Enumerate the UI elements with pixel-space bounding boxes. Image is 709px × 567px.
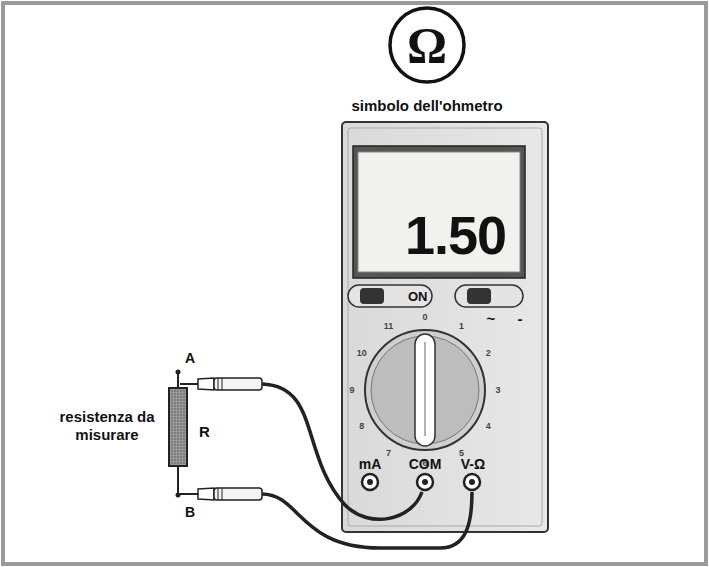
dial-number: 9 (349, 386, 354, 395)
dial-number: 0 (422, 313, 427, 322)
lcd-display: 1.50 (358, 152, 520, 272)
display-reading: 1.50 (405, 206, 506, 265)
jack-label: COM (409, 457, 442, 471)
jack-label: V-Ω (461, 457, 485, 471)
resistor-caption: resistenza da misurare (57, 408, 157, 444)
jack-label: mA (359, 457, 382, 471)
button-label: ON (408, 290, 428, 303)
dial-number: 8 (359, 422, 364, 431)
dial-number: 2 (486, 349, 491, 358)
multimeter-body (342, 122, 548, 532)
resistor-name: R (199, 424, 210, 441)
dial-number: 11 (384, 322, 394, 331)
terminal-label: B (185, 505, 195, 519)
ohm-symbol: Ω (407, 18, 447, 73)
test-lead (262, 384, 422, 519)
dial-number: 4 (486, 422, 491, 431)
test-lead (262, 492, 472, 548)
caption-text: simbolo dell'ohmetro (351, 98, 502, 115)
terminal-label: A (185, 351, 195, 365)
dial-number: 10 (357, 349, 367, 358)
dial-number: 7 (386, 449, 391, 458)
test-probe (180, 488, 262, 500)
dial-number: 3 (495, 386, 500, 395)
ac-symbol: ~ (487, 311, 496, 326)
dc-symbol: - (518, 311, 523, 326)
frame (3, 3, 706, 564)
dial-number: 1 (459, 322, 464, 331)
symbol-circle: Ωsimbolo dell'ohmetro (387, 5, 467, 85)
resistor-box: Rresistenza da misurare (169, 388, 187, 466)
test-probe (180, 378, 262, 390)
resistor-symbol (169, 370, 187, 498)
